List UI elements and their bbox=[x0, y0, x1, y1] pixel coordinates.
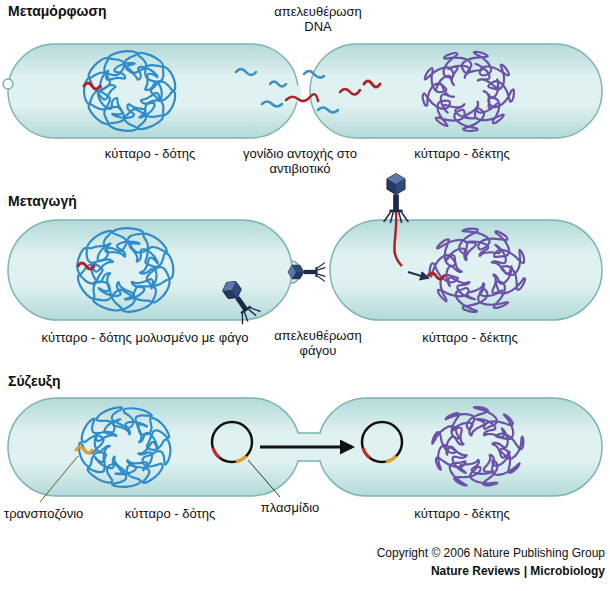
gene-segment bbox=[78, 263, 94, 269]
cell-label: κύτταρο - δότης bbox=[125, 506, 215, 521]
gene-segment bbox=[428, 273, 444, 279]
cell-label: κύτταρο - δέκτης bbox=[414, 506, 510, 521]
phage bbox=[288, 263, 325, 282]
cell-label: κύτταρο - δέκτης bbox=[422, 330, 518, 345]
dna-fragment bbox=[318, 108, 338, 113]
recipient-cell bbox=[318, 398, 602, 496]
callout-label: απελευθέρωση DNA bbox=[268, 4, 368, 34]
resistance-gene bbox=[340, 89, 360, 95]
insertion-arrow bbox=[408, 272, 428, 278]
plasmid-ring bbox=[212, 422, 252, 462]
chromosome bbox=[77, 228, 173, 312]
cell-label: κύτταρο - δέκτης bbox=[414, 146, 510, 161]
chromosome bbox=[84, 51, 175, 131]
part-label: τρανσποζόνιο bbox=[4, 506, 83, 521]
donor-cell bbox=[8, 220, 292, 320]
gene-segment bbox=[364, 81, 380, 87]
cell-label: κύτταρο - δότης bbox=[105, 146, 195, 161]
plasmid-ring bbox=[362, 422, 402, 462]
chromosome bbox=[98, 63, 162, 118]
dna-fragment bbox=[262, 102, 282, 107]
transfer-arrow bbox=[260, 446, 352, 449]
chromosome bbox=[436, 64, 499, 119]
chromosome bbox=[446, 419, 509, 474]
chromosome bbox=[430, 229, 525, 312]
injected-dna bbox=[394, 212, 402, 266]
callout-label: γονίδιο αντοχής στο αντιβιοτικό bbox=[235, 146, 365, 176]
section-title: Μεταμόρφωση bbox=[8, 4, 107, 19]
chromosome bbox=[95, 419, 157, 474]
donor-cell bbox=[8, 398, 300, 496]
chromosome bbox=[92, 242, 158, 300]
gene-segment bbox=[76, 447, 92, 453]
callout-label: απελευθέρωση φάγου bbox=[268, 328, 368, 358]
chromosomes bbox=[76, 51, 525, 487]
chromosome bbox=[423, 52, 514, 131]
gene-segment bbox=[84, 83, 100, 89]
cell-notch bbox=[3, 79, 13, 89]
recipient-cell bbox=[330, 220, 602, 320]
donor-cell bbox=[8, 44, 298, 138]
dna-fragments bbox=[236, 69, 338, 113]
recipient-cell bbox=[310, 44, 602, 138]
copyright-note: Copyright © 2006 Nature Publishing Group bbox=[377, 546, 605, 561]
cell-label: κύτταρο - δότης μολυσμένο με φάγο bbox=[42, 330, 249, 345]
dna-fragment bbox=[270, 82, 286, 87]
section-title: Μεταγωγή bbox=[8, 194, 77, 209]
section-title: Σύζευξη bbox=[8, 374, 61, 389]
plasmid-gene bbox=[213, 448, 220, 458]
plasmid-transposon bbox=[386, 456, 396, 462]
chromosome bbox=[79, 407, 170, 487]
plasmid-transposon bbox=[236, 456, 246, 462]
plasmid bbox=[212, 422, 252, 462]
plasmid bbox=[362, 422, 402, 462]
chromosome bbox=[446, 242, 512, 300]
part-label: πλασμίδιο bbox=[261, 500, 320, 515]
resistance-gene bbox=[286, 94, 318, 101]
plasmid-gene bbox=[363, 448, 370, 458]
dna-fragment bbox=[236, 69, 256, 75]
dna-fragment bbox=[304, 71, 324, 78]
leader-line bbox=[248, 460, 280, 497]
journal-name: Nature Reviews | Microbiology bbox=[431, 564, 605, 579]
phage bbox=[218, 276, 261, 325]
chromosome bbox=[432, 407, 523, 486]
leader-line bbox=[40, 456, 78, 502]
